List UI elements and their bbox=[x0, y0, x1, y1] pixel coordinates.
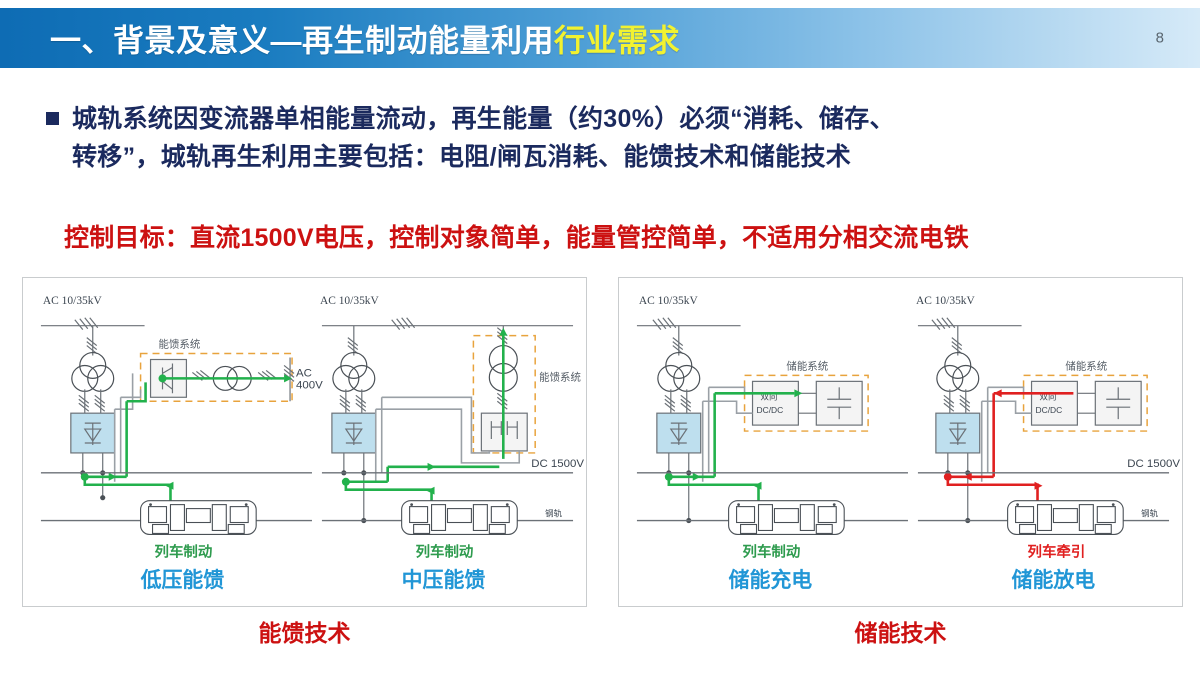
train-icon-3 bbox=[728, 500, 845, 535]
rail-label-2: 钢轨 bbox=[545, 509, 562, 519]
caption-storage-technology: 储能技术 bbox=[854, 620, 947, 646]
converter-label-3b: DC/DC bbox=[757, 405, 784, 415]
ac-label-1: AC 10/35kV bbox=[43, 295, 103, 307]
converter-label-3a: 双向 bbox=[760, 391, 777, 401]
ac-label-4: AC 10/35kV bbox=[916, 295, 976, 307]
converter-label-4b: DC/DC bbox=[1036, 405, 1063, 415]
aux-label-1b: 400V bbox=[296, 379, 323, 391]
feedback-diagram: AC 10/35kV 能馈系统 bbox=[23, 278, 586, 606]
system-label-2: 能馈系统 bbox=[539, 370, 581, 383]
flow-label-2: 列车制动 bbox=[416, 542, 474, 560]
flow-label-1: 列车制动 bbox=[155, 542, 213, 560]
bullet-item: 城轨系统因变流器单相能量流动，再生能量（约30%）必须“消耗、储存、 转移”，城… bbox=[46, 100, 1166, 176]
mode-label-2: 中压能馈 bbox=[402, 568, 486, 592]
caption-feedback-technology: 能馈技术 bbox=[258, 620, 351, 646]
control-goal-text: 控制目标：直流1500V电压，控制对象简单，能量管控简单，不适用分相交流电铁 bbox=[64, 224, 969, 252]
page-title: 一、背景及意义—再生制动能量利用行业需求 bbox=[50, 16, 680, 61]
bullet-line-2: 转移”，城轨再生利用主要包括：电阻/闸瓦消耗、能馈技术和储能技术 bbox=[72, 143, 852, 171]
slide-header-bar: 一、背景及意义—再生制动能量利用行业需求 8 bbox=[0, 8, 1200, 68]
dc-label-4: DC 1500V bbox=[1127, 458, 1180, 470]
system-label-4: 储能系统 bbox=[1065, 359, 1107, 372]
panel-storage-technology: AC 10/35kV 储能系统 双向 DC/DC bbox=[618, 277, 1183, 607]
bullet-line-1: 城轨系统因变流器单相能量流动，再生能量（约30%）必须“消耗、储存、 bbox=[72, 105, 895, 133]
ac-label-3: AC 10/35kV bbox=[639, 295, 699, 307]
rail-label-4: 钢轨 bbox=[1141, 509, 1158, 519]
converter-label-4a: 双向 bbox=[1040, 391, 1057, 401]
page-title-highlight: 行业需求 bbox=[554, 23, 680, 59]
aux-label-1a: AC bbox=[296, 367, 312, 379]
system-label-3: 储能系统 bbox=[786, 359, 828, 372]
mode-label-4: 储能放电 bbox=[1012, 568, 1096, 592]
bullet-text: 城轨系统因变流器单相能量流动，再生能量（约30%）必须“消耗、储存、 转移”，城… bbox=[72, 100, 895, 176]
page-title-main: 一、背景及意义—再生制动能量利用 bbox=[50, 23, 554, 59]
flow-label-3: 列车制动 bbox=[743, 542, 801, 560]
train-icon-2 bbox=[401, 500, 518, 535]
storage-diagram: AC 10/35kV 储能系统 双向 DC/DC bbox=[619, 278, 1182, 606]
page-number: 8 bbox=[1155, 29, 1164, 47]
system-label-1: 能馈系统 bbox=[159, 338, 201, 351]
mode-label-3: 储能充电 bbox=[729, 568, 813, 592]
bullet-square-icon bbox=[46, 112, 59, 125]
flow-label-4: 列车牵引 bbox=[1028, 542, 1086, 560]
mode-label-1: 低压能馈 bbox=[140, 568, 225, 592]
train-icon-4 bbox=[1007, 500, 1124, 535]
dc-label-2: DC 1500V bbox=[531, 458, 584, 470]
panel-feedback-technology: AC 10/35kV 能馈系统 bbox=[22, 277, 587, 607]
train-icon-1 bbox=[140, 500, 257, 535]
bullet-block: 城轨系统因变流器单相能量流动，再生能量（约30%）必须“消耗、储存、 转移”，城… bbox=[46, 100, 1166, 176]
ac-label-2: AC 10/35kV bbox=[320, 295, 380, 307]
